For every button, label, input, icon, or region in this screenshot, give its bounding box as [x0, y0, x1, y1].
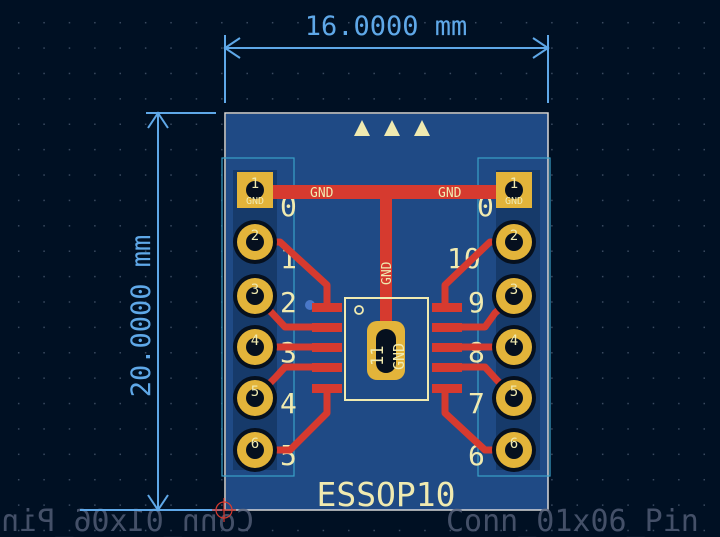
drill-hole [246, 389, 264, 407]
drill-hole [505, 389, 523, 407]
pad-net: GND [390, 343, 408, 370]
net-label: GND [438, 186, 462, 201]
net-label: GND [310, 186, 334, 201]
pad-number: 4 [510, 333, 518, 349]
ic-outline [344, 297, 429, 401]
pad-number: 1 [251, 176, 259, 192]
pad-number: 4 [251, 333, 259, 349]
right-connector-pad-2[interactable]: 2 [492, 220, 536, 264]
right-connector-pad-6[interactable]: 6 [492, 428, 536, 472]
drill-hole [246, 181, 264, 199]
left-connector-pad-5[interactable]: 5 [233, 376, 277, 420]
right-connector-body [496, 170, 540, 470]
height-dimension[interactable] [80, 111, 222, 512]
drill-hole [505, 441, 523, 459]
pad-net: GND [246, 196, 264, 207]
drill-hole [246, 338, 264, 356]
board-outline [224, 112, 549, 511]
pad-number: 6 [251, 436, 259, 452]
width-dimension[interactable] [223, 35, 550, 103]
pad-number: 2 [510, 228, 518, 244]
pad-number: 2 [251, 228, 259, 244]
footprint-value-text: ESSOP10 [316, 475, 455, 514]
width-dimension-text: 16.0000 mm [305, 11, 468, 42]
pad-number: 3 [251, 282, 259, 298]
pad-number: 3 [510, 282, 518, 298]
pad-number: 11 [368, 346, 388, 366]
drill-hole [246, 441, 264, 459]
silk-label: 2 [280, 286, 297, 319]
net-label: GND [380, 261, 395, 285]
pad-number: 6 [510, 436, 518, 452]
drill-hole [505, 338, 523, 356]
connector-ref-text: Conn_01x06_Pin [446, 504, 699, 537]
left-connector-pad-4[interactable]: 4 [233, 325, 277, 369]
origin-marker-icon [212, 498, 236, 522]
drill-hole [505, 287, 523, 305]
pin1-marker [354, 305, 364, 315]
left-connector-courtyard [221, 157, 295, 477]
drill-hole [505, 233, 523, 251]
exposed-pad-hole [376, 329, 396, 373]
height-dimension-text: 20.0000 mm [126, 235, 157, 398]
right-connector-pad-3[interactable]: 3 [492, 274, 536, 318]
smd-pads[interactable] [312, 303, 462, 393]
drill-hole [246, 287, 264, 305]
pad-number: 1 [510, 176, 518, 192]
silk-label: 9 [468, 286, 485, 319]
silk-label: 4 [280, 387, 297, 420]
silk-label: 7 [468, 387, 485, 420]
right-connector-pad-4[interactable]: 4 [492, 325, 536, 369]
right-connector-courtyard [477, 157, 551, 477]
left-connector-pad-6[interactable]: 6 [233, 428, 277, 472]
orientation-triangles [354, 120, 430, 136]
drill-hole [505, 181, 523, 199]
left-connector-body [233, 170, 277, 470]
pad-number: 5 [510, 384, 518, 400]
pad-net: GND [505, 196, 523, 207]
right-connector-pad-5[interactable]: 5 [492, 376, 536, 420]
left-connector-pad-3[interactable]: 3 [233, 274, 277, 318]
left-connector-pad-2[interactable]: 2 [233, 220, 277, 264]
pad-number: 5 [251, 384, 259, 400]
drill-hole [246, 233, 264, 251]
